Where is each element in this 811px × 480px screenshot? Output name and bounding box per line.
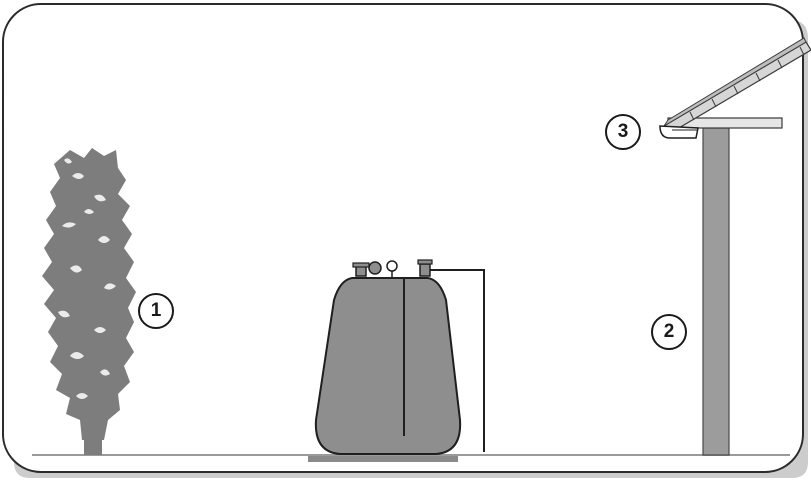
marker-2-label: 2: [663, 321, 675, 342]
pole-icon: [702, 127, 730, 456]
fuel-tank-icon: [308, 259, 485, 462]
tank-body: [314, 277, 462, 455]
marker-2-pole: 2: [651, 314, 687, 350]
frame-border: [2, 3, 804, 473]
roof-panel-icon: [659, 37, 811, 139]
marker-3-label: 3: [617, 121, 629, 142]
tank-base: [308, 456, 458, 462]
tree-icon: [42, 148, 136, 455]
marker-3-gutter: 3: [605, 114, 641, 150]
marker-1-label: 1: [150, 300, 162, 321]
gutter-icon: [659, 125, 699, 139]
pole-post: [702, 127, 730, 456]
tree-foliage: [42, 148, 136, 440]
marker-1-tree: 1: [138, 293, 174, 329]
